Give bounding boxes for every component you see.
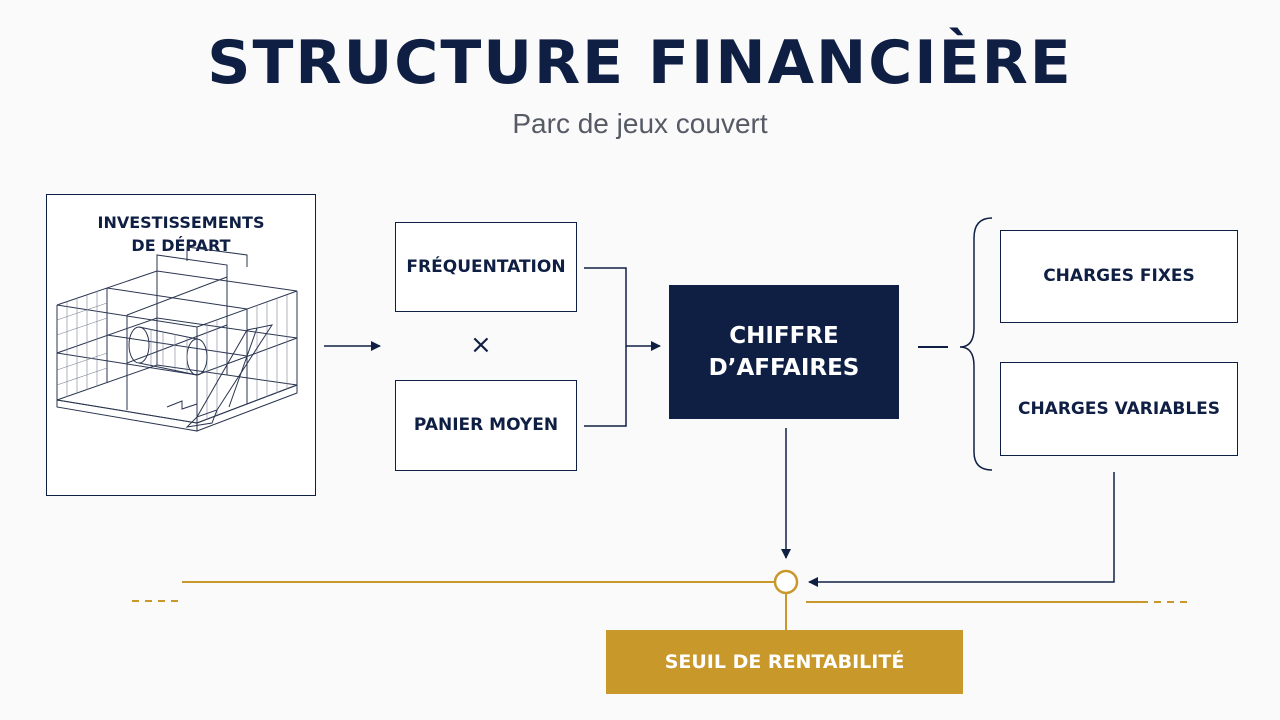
indoor-playground-structure-icon (56, 246, 298, 432)
connector-frequentation (584, 267, 627, 427)
charges-variables-box: CHARGES VARIABLES (1000, 362, 1238, 456)
frequentation-box: FRÉQUENTATION (395, 222, 577, 312)
investissements-box: INVESTISSEMENTS DE DÉPART (46, 194, 316, 496)
charges-variables-label: CHARGES VARIABLES (1017, 398, 1221, 419)
frequentation-label: FRÉQUENTATION (406, 256, 566, 277)
chiffre-affaires-label-2: D’AFFAIRES (708, 355, 860, 381)
connector-charges-to-seuil (808, 472, 1115, 587)
seuil-rentabilite-label: SEUIL DE RENTABILITÉ (664, 651, 905, 673)
panier-moyen-box: PANIER MOYEN (395, 380, 577, 471)
breakeven-point-circle (773, 569, 799, 595)
multiply-icon: × (470, 330, 492, 360)
charges-brace (959, 217, 993, 471)
page-title: STRUCTURE FINANCIÈRE (207, 28, 1073, 98)
charges-fixes-label: CHARGES FIXES (1043, 266, 1195, 287)
panier-moyen-label: PANIER MOYEN (413, 415, 559, 436)
page-subtitle: Parc de jeux couvert (512, 108, 768, 139)
chiffre-affaires-label-1: CHIFFRE (729, 322, 839, 349)
investissements-label: INVESTISSEMENTS DE DÉPART (97, 213, 265, 256)
chiffre-affaires-box: CHIFFRE D’AFFAIRES (669, 285, 899, 419)
charges-fixes-box: CHARGES FIXES (1000, 230, 1238, 323)
seuil-rentabilite-box: SEUIL DE RENTABILITÉ (606, 630, 963, 694)
